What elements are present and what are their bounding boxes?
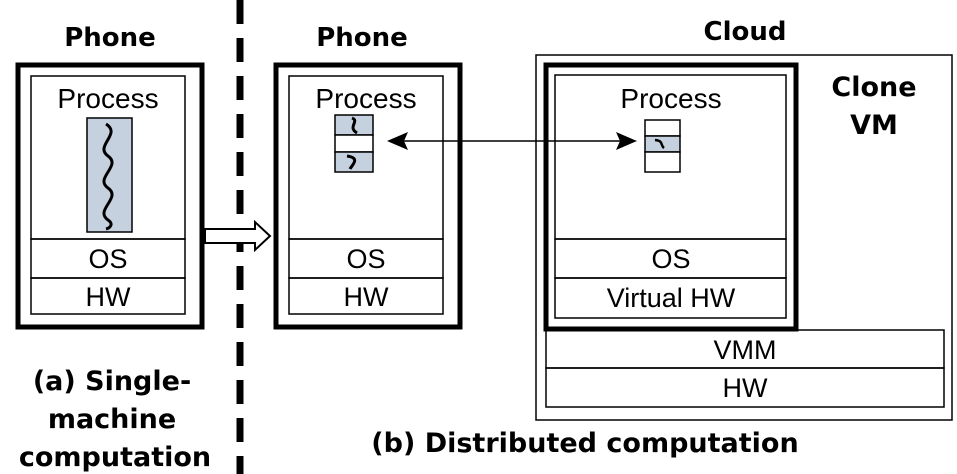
cloud-hw-layer [545, 367, 945, 408]
panel-a-caption-line-3: computation [19, 442, 211, 473]
phone-b-thread-squiggle-bottom [346, 154, 357, 170]
migration-arrowhead-left [387, 132, 408, 150]
clone-thread-squiggle [654, 138, 665, 149]
panel-a-caption-line-2: machine [48, 404, 176, 435]
vmm-label: VMM [714, 335, 777, 365]
panel-a-caption-line-1: (a) Single- [33, 366, 191, 397]
phone-b-process-label: Process [315, 83, 416, 114]
clone-vm-outer-box [543, 62, 799, 332]
cloud-title: Cloud [704, 17, 787, 47]
phone-a-process-label: Process [57, 83, 158, 114]
phone-b-title: Phone [316, 23, 408, 53]
phone-a-hw-layer [30, 277, 186, 315]
clone-thread-stack [644, 119, 681, 173]
phone-b-thread-block-middle [334, 134, 374, 153]
clone-os-label: OS [651, 244, 690, 274]
phone-a-thread-squiggle [102, 122, 114, 231]
clone-virtual-hw-label: Virtual HW [607, 283, 736, 313]
phone-b-hw-layer [288, 277, 444, 315]
clone-thread-block-top [644, 119, 681, 137]
phone-b-thread-stack [334, 114, 374, 173]
phone-b-outer-box [273, 62, 463, 330]
phone-b-hw-label: HW [344, 282, 389, 312]
phone-a-os-label: OS [88, 244, 127, 274]
phone-b-os-label: OS [346, 244, 385, 274]
migration-arrowhead-right [616, 132, 637, 150]
phone-b-thread-squiggle-top [351, 116, 358, 135]
cloud-server-box [535, 54, 953, 421]
clone-vm-label-line-1: Clone [831, 72, 916, 103]
panel-b-caption: (b) Distributed computation [371, 428, 798, 459]
cloud-hw-label: HW [723, 373, 768, 403]
transition-arrow [204, 219, 272, 253]
phone-a-outer-box [15, 62, 205, 330]
clone-thread-block-bottom [644, 151, 681, 173]
clone-vm-label-line-2: VM [850, 110, 898, 141]
phone-a-hw-label: HW [86, 282, 131, 312]
clone-virtual-hw-layer [554, 277, 787, 319]
clone-process-label: Process [620, 83, 721, 114]
phone-a-title: Phone [64, 23, 156, 53]
